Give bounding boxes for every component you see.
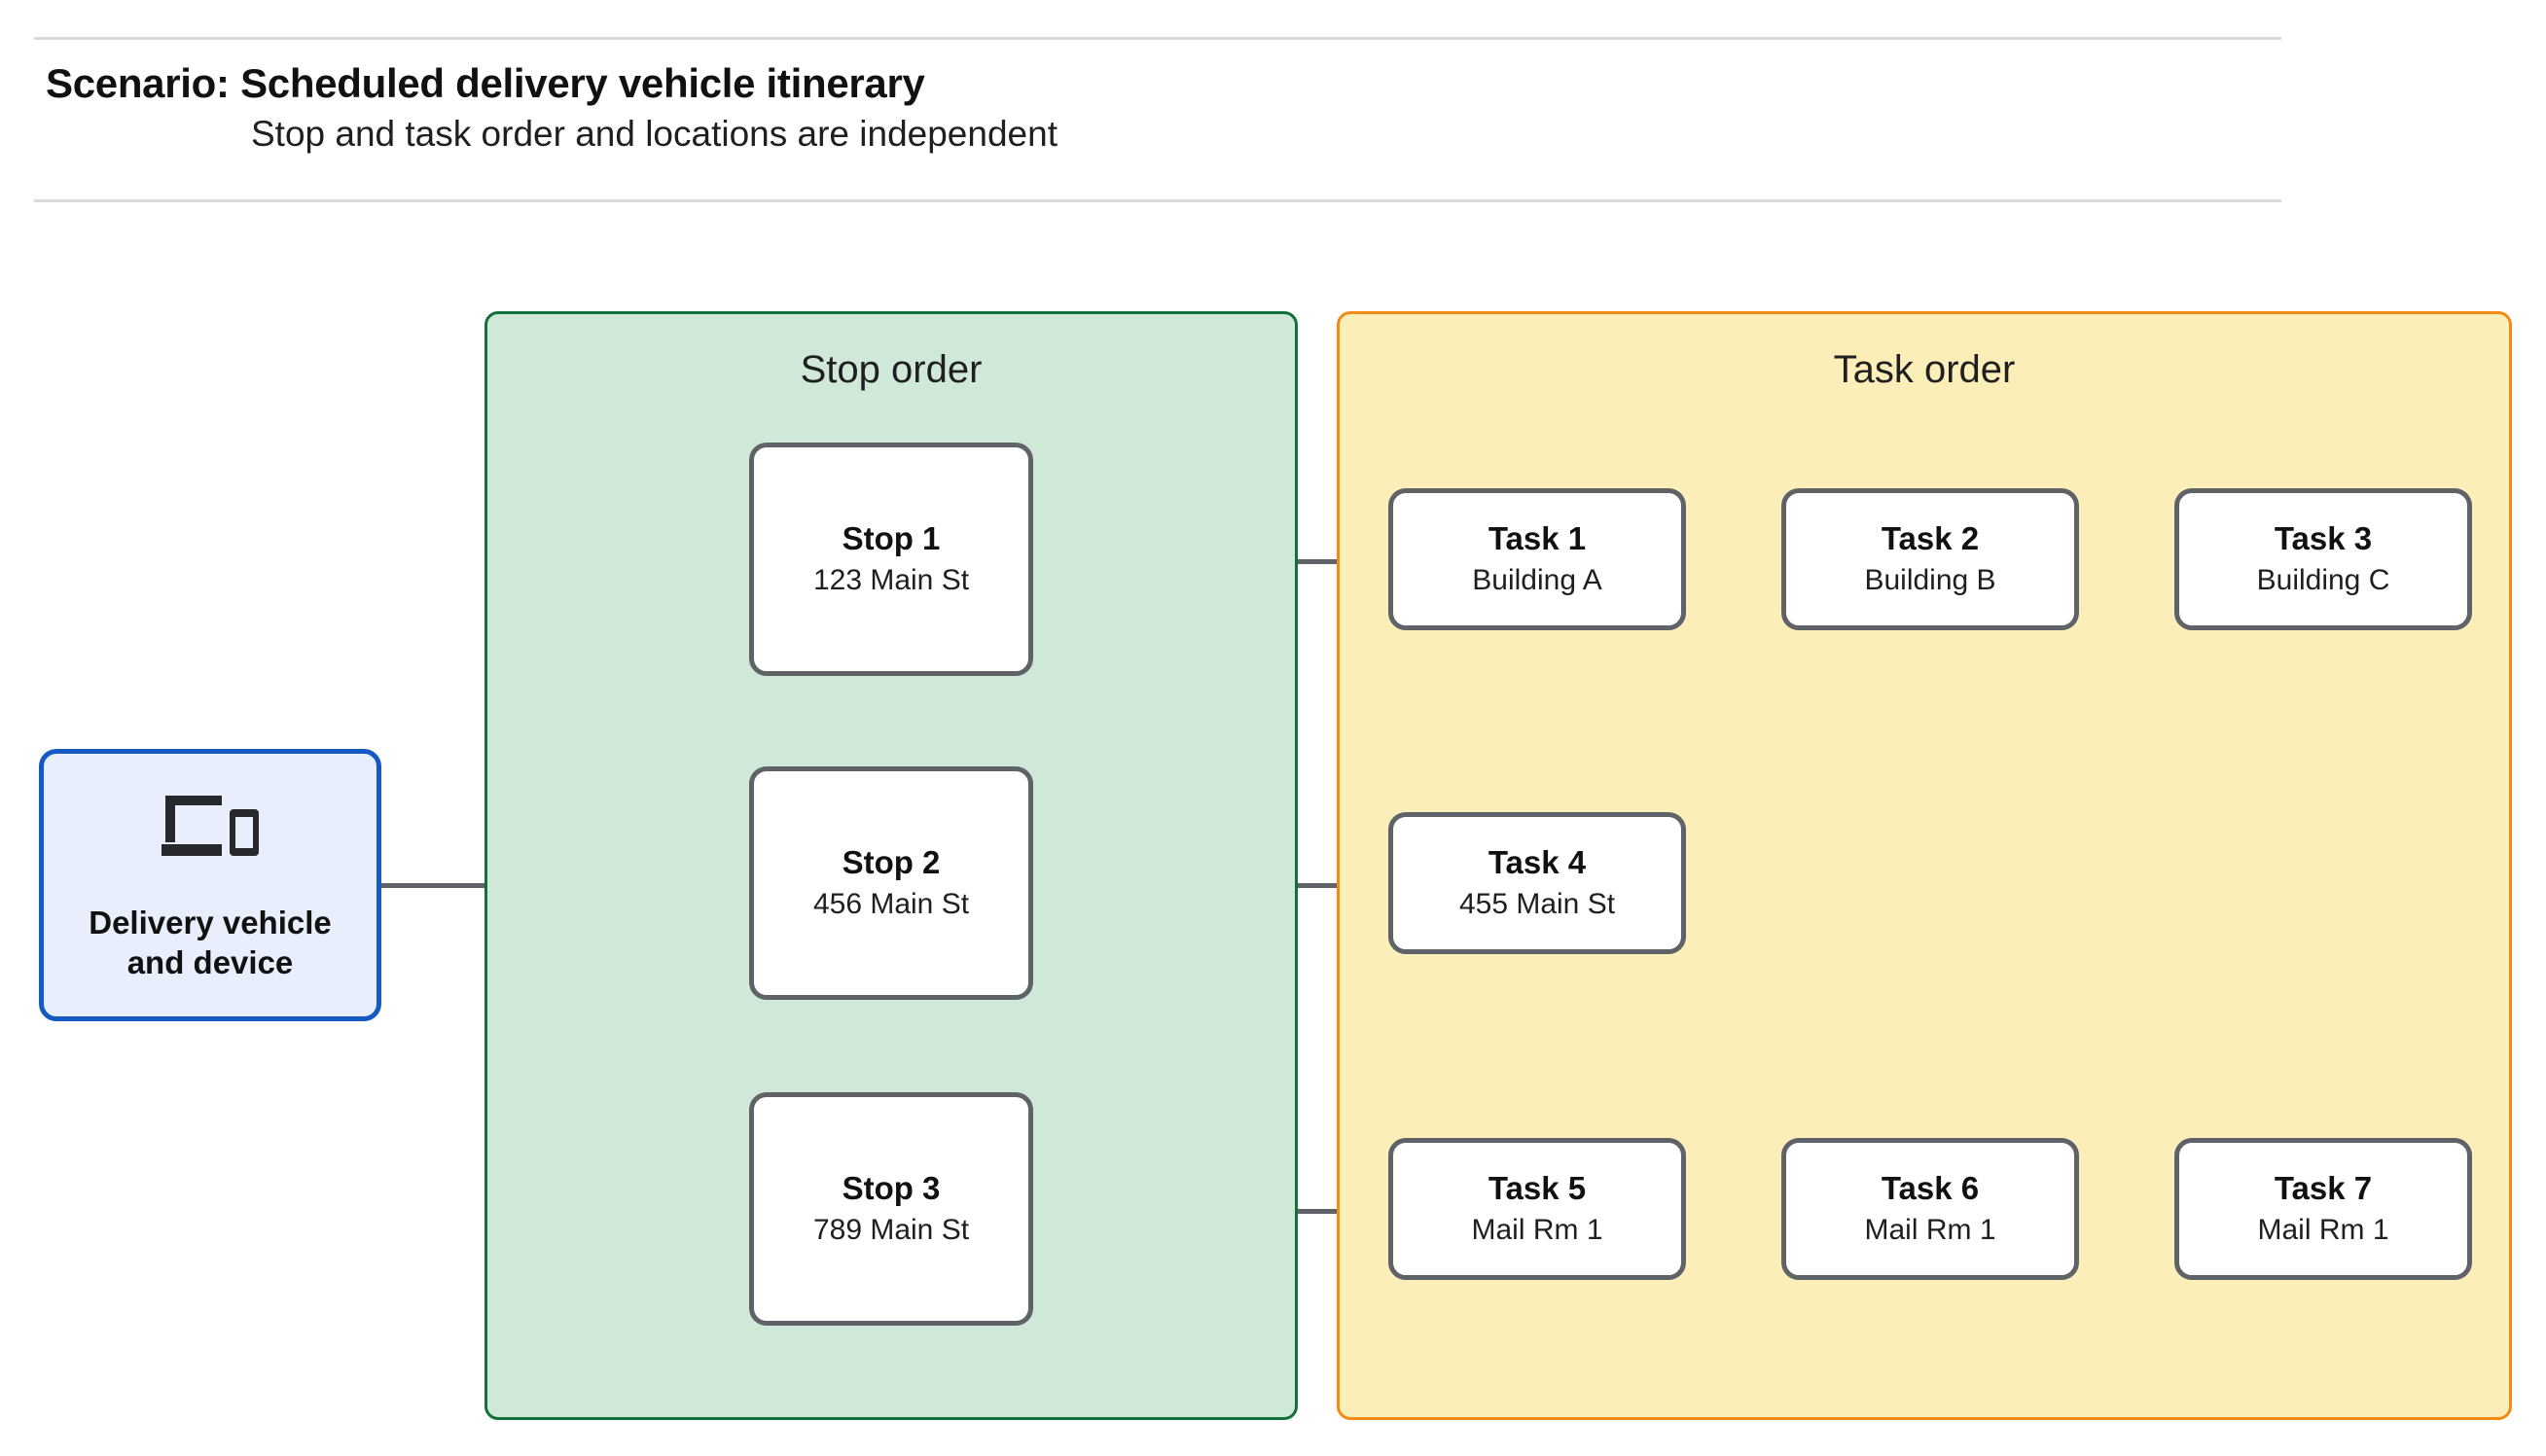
node-stop-1[interactable]: Stop 1 123 Main St [749,443,1033,676]
node-task-7-title: Task 7 [2274,1170,2373,1207]
node-stop-1-location: 123 Main St [812,563,970,596]
node-task-2-location: Building B [1864,563,1996,596]
node-task-2-title: Task 2 [1881,520,1980,557]
panel-task-order-title: Task order [1833,348,2016,391]
node-stop-3-location: 789 Main St [812,1213,970,1246]
node-task-5-location: Mail Rm 1 [1471,1213,1603,1246]
node-task-6-title: Task 6 [1881,1170,1980,1207]
vehicle-label-line-2: and device [126,944,294,980]
node-task-5[interactable]: Task 5 Mail Rm 1 [1388,1138,1686,1280]
header-divider-top [34,37,2281,40]
node-task-3-title: Task 3 [2274,520,2373,557]
panel-stop-order-title: Stop order [800,348,983,391]
node-delivery-vehicle-and-device[interactable]: Delivery vehicle and device [39,749,381,1021]
node-task-3[interactable]: Task 3 Building C [2174,488,2472,630]
node-task-4[interactable]: Task 4 455 Main St [1388,812,1686,954]
node-stop-3-title: Stop 3 [842,1170,941,1207]
node-task-4-title: Task 4 [1488,844,1587,881]
node-task-2[interactable]: Task 2 Building B [1781,488,2079,630]
node-task-1-title: Task 1 [1488,520,1587,557]
devices-icon [161,795,259,856]
node-task-4-location: 455 Main St [1458,887,1616,920]
node-stop-3[interactable]: Stop 3 789 Main St [749,1092,1033,1326]
node-task-1-location: Building A [1472,563,1602,596]
node-stop-2-location: 456 Main St [812,887,970,920]
node-task-5-title: Task 5 [1488,1170,1587,1207]
node-task-7[interactable]: Task 7 Mail Rm 1 [2174,1138,2472,1280]
node-task-7-location: Mail Rm 1 [2257,1213,2389,1246]
vehicle-label-line-1: Delivery vehicle [89,904,332,941]
node-task-3-location: Building C [2256,563,2390,596]
node-task-6[interactable]: Task 6 Mail Rm 1 [1781,1138,2079,1280]
page-title: Scenario: Scheduled delivery vehicle iti… [46,60,925,106]
node-stop-2-title: Stop 2 [842,844,941,881]
node-stop-2[interactable]: Stop 2 456 Main St [749,766,1033,1000]
node-task-1[interactable]: Task 1 Building A [1388,488,1686,630]
node-stop-1-title: Stop 1 [842,520,941,557]
header-divider-bottom [34,199,2281,202]
page-subtitle: Stop and task order and locations are in… [251,114,1058,154]
node-task-6-location: Mail Rm 1 [1864,1213,1996,1246]
connector-vehicle-to-trunk [381,883,553,888]
